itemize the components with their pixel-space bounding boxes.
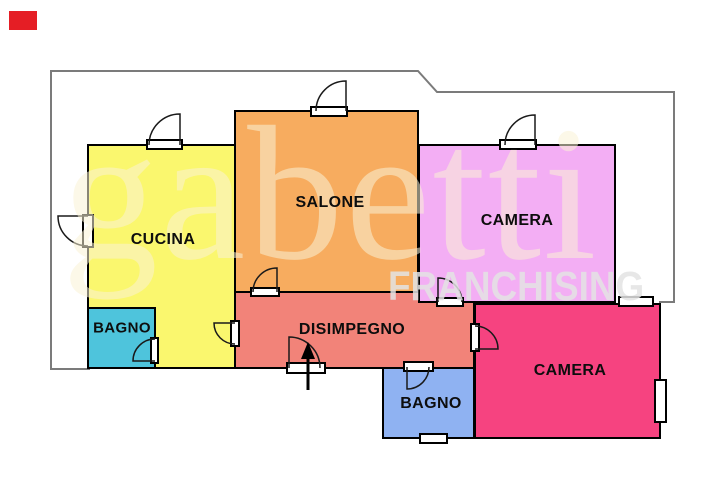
entrance-opening [286, 362, 326, 374]
door-opening [470, 323, 480, 352]
window-marker [419, 433, 448, 444]
door-arcs [57, 80, 536, 390]
room-label-bagno-1: BAGNO [93, 319, 151, 337]
boundary-outline [50, 70, 675, 370]
room-label-camera-2: CAMERA [533, 362, 607, 379]
door-opening [250, 287, 280, 297]
entrance-arrow-icon [301, 342, 315, 390]
door-arc [288, 336, 321, 369]
door-opening [150, 337, 159, 364]
room-camera2-area [474, 303, 661, 439]
door-opening [403, 361, 434, 372]
room-disimpegno-area [234, 291, 475, 369]
door-arc [213, 322, 236, 345]
room-label-salone: SALONE [295, 194, 365, 211]
door-opening [230, 320, 240, 347]
window-marker [310, 106, 348, 117]
door-arc [437, 277, 463, 303]
window-marker [618, 296, 654, 307]
window-marker [82, 214, 94, 248]
door-arc [252, 267, 278, 293]
room-label-bagno-2: BAGNO [400, 395, 462, 412]
window-marker [499, 139, 537, 150]
brand-logo-rect [9, 11, 37, 30]
door-arc [406, 366, 430, 390]
door-arc [132, 338, 156, 362]
window-marker [654, 379, 667, 423]
window-markers [82, 106, 667, 444]
door-arc [504, 114, 536, 146]
room-bagno1-area [87, 307, 156, 369]
window-marker [146, 139, 183, 150]
room-label-cucina: CUCINA [130, 231, 196, 248]
room-label-camera-1: CAMERA [480, 212, 554, 229]
door-arc [315, 80, 347, 112]
door-opening [436, 297, 464, 307]
room-label-disimpegno: DISIMPEGNO [298, 321, 406, 338]
brand-logo [9, 11, 37, 30]
door-arc [474, 325, 499, 350]
door-arc [148, 113, 181, 146]
door-arc [57, 215, 89, 247]
